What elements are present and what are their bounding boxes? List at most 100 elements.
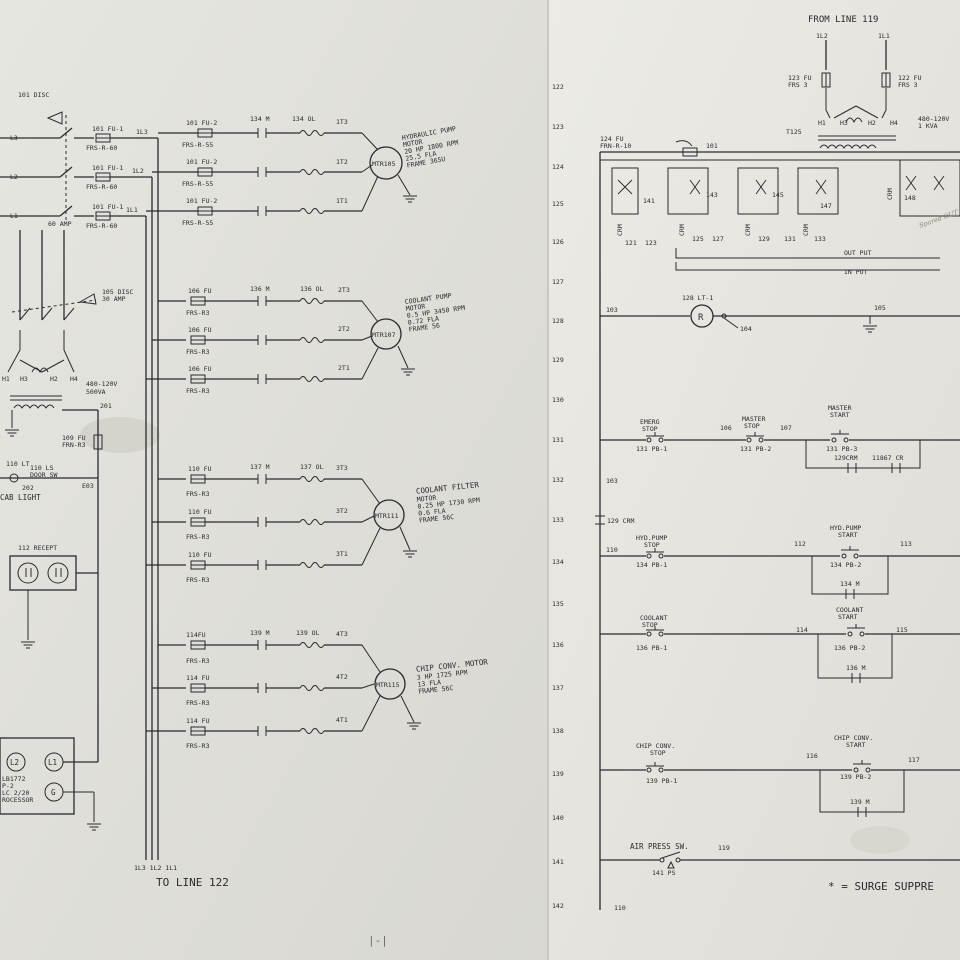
motor-symbol bbox=[373, 499, 405, 531]
bottom-mark: |-| bbox=[368, 934, 388, 947]
fuse-label: 106 FU bbox=[188, 287, 212, 295]
rung-128: 103 R 128 LT-1 104 105 bbox=[600, 294, 960, 333]
node-label: 115 bbox=[896, 626, 908, 634]
motor-symbol bbox=[369, 146, 403, 180]
rung-number: 137 bbox=[552, 684, 564, 692]
button-label: COOLANT bbox=[640, 614, 667, 622]
motor-spec: 13 FLA bbox=[417, 678, 441, 688]
amp-note: 60 AMP bbox=[48, 220, 72, 228]
fuse-part: FRS-R3 bbox=[186, 657, 210, 665]
chip-conveyor-circuit: 114FU FRS-R3 114 FU FRS-R3 114 FU FRS-R3… bbox=[146, 629, 489, 750]
fuse-part: FRS-R-55 bbox=[182, 141, 213, 149]
rung-number: 123 bbox=[552, 123, 564, 131]
rung-number: 127 bbox=[552, 278, 564, 286]
seal-label: 11867 CR bbox=[872, 454, 903, 462]
fuse-label: 110 FU bbox=[188, 551, 212, 559]
xfmr-terminal: H1 bbox=[2, 375, 10, 383]
node-label: 117 bbox=[908, 756, 920, 764]
plc-text: P-2 bbox=[2, 782, 14, 790]
disc2-amp: 30 AMP bbox=[102, 295, 126, 303]
io-chan: CRM bbox=[744, 224, 752, 236]
fuse-label: 101 FU-2 bbox=[186, 158, 217, 166]
rung-133: 129 CRM 110 bbox=[594, 515, 634, 554]
node-label: 202 bbox=[22, 484, 34, 492]
bus-label: 1L1 bbox=[126, 206, 138, 214]
fuse-label: 106 FU bbox=[188, 365, 212, 373]
fuse-label: 101 FU-2 bbox=[186, 119, 217, 127]
rung-number: 129 bbox=[552, 356, 564, 364]
fuse-label: 114 FU bbox=[186, 674, 210, 682]
overload-label: 139 OL bbox=[296, 629, 320, 637]
xfmr-terminal: H2 bbox=[868, 119, 876, 127]
motor-tag: MTR111 bbox=[375, 512, 399, 520]
button-label: STOP bbox=[744, 422, 760, 430]
io-label: 145 bbox=[772, 191, 784, 199]
button-label: MASTER bbox=[828, 404, 852, 412]
motor-spec: MOTOR bbox=[416, 494, 436, 504]
plc-terminal: G bbox=[51, 788, 56, 797]
motor-tag: MTR115 bbox=[376, 681, 400, 689]
xfmr-spec: 480-120V bbox=[918, 115, 949, 123]
button-label: EMERG bbox=[640, 418, 660, 426]
fuse-label: 101 FU-2 bbox=[186, 197, 217, 205]
fuse-part: FRS-R3 bbox=[186, 699, 210, 707]
motor-spec: FRAME 56C bbox=[419, 513, 455, 525]
switch-tag: 141 PS bbox=[652, 869, 676, 877]
rung-number: 138 bbox=[552, 727, 564, 735]
terminal-label: 1T3 bbox=[336, 118, 348, 126]
xfmr-terminal: H3 bbox=[840, 119, 848, 127]
node-label: 105 bbox=[874, 304, 886, 312]
rung-number: 142 bbox=[552, 902, 564, 910]
page-left bbox=[0, 0, 548, 960]
motor-spec: 0.6 FLA bbox=[418, 507, 446, 518]
fuse-part: FRS 3 bbox=[898, 81, 918, 89]
bus-label: 1L2 bbox=[132, 167, 144, 175]
xfmr-va: 1 KVA bbox=[918, 122, 938, 130]
io-label: 147 bbox=[820, 202, 832, 210]
crm-label: 129 CRM bbox=[607, 517, 634, 525]
ls-label: 110 LS bbox=[30, 464, 54, 472]
rung-131: EMERG STOP 131 PB-1 106 MASTER STOP 131 … bbox=[600, 404, 960, 485]
fuse-part: FRS-R3 bbox=[186, 387, 210, 395]
io-num: 123 bbox=[645, 239, 657, 247]
terminal-label: 1T2 bbox=[336, 158, 348, 166]
fuse-label: 114 FU bbox=[186, 717, 210, 725]
node-label: 106 bbox=[720, 424, 732, 432]
io-chan: CRM bbox=[886, 188, 894, 200]
rung-number: 124 bbox=[552, 163, 564, 171]
plc-processor: L2 L1 G LB1772 P-2 LC 2/20 ROCESSOR bbox=[0, 737, 102, 831]
overload-label: 134 OL bbox=[292, 115, 316, 123]
fuse-part: FRN-R3 bbox=[62, 441, 86, 449]
fuse-label: 114FU bbox=[186, 631, 206, 639]
seal-label: 134 M bbox=[840, 580, 860, 588]
io-num: 131 bbox=[784, 235, 796, 243]
node-label: 112 bbox=[794, 540, 806, 548]
button-label: STOP bbox=[644, 541, 660, 549]
rung-number: 136 bbox=[552, 641, 564, 649]
lt-label: 110 LT bbox=[6, 460, 30, 468]
switch-label: AIR PRESS SW. bbox=[630, 842, 689, 851]
receptacle: 112 RECEPT bbox=[9, 544, 98, 649]
button-label: MASTER bbox=[742, 415, 766, 423]
seal-label: 136 M bbox=[846, 664, 866, 672]
pilot-light-label: 128 LT-1 bbox=[682, 294, 713, 302]
contact-label: 139 M bbox=[250, 629, 270, 637]
node-label: 114 bbox=[796, 626, 808, 634]
seal-label: 139 M bbox=[850, 798, 870, 806]
bus-verticals: 1L3 1L2 1L1 1L3 1L2 1L1 TO LINE 122 bbox=[126, 128, 229, 889]
button-label: STOP bbox=[650, 749, 666, 757]
xfmr-terminal: H2 bbox=[50, 375, 58, 383]
fuse-part: FRS-R-60 bbox=[86, 144, 117, 152]
node-label: 103 bbox=[606, 306, 618, 314]
button-label: START bbox=[846, 741, 866, 749]
out-put-label: OUT PUT bbox=[844, 249, 871, 257]
terminal-label: 4T2 bbox=[336, 673, 348, 681]
fuse-label: 124 FU bbox=[600, 135, 624, 143]
fuse-part: FRS-R-60 bbox=[86, 222, 117, 230]
rung-number: 140 bbox=[552, 814, 564, 822]
rung-number: 141 bbox=[552, 858, 564, 866]
seal-label: 129CRM bbox=[834, 454, 858, 462]
button-label: HYD.PUMP bbox=[636, 534, 667, 542]
fuse-label: 101 FU-1 bbox=[92, 125, 123, 133]
